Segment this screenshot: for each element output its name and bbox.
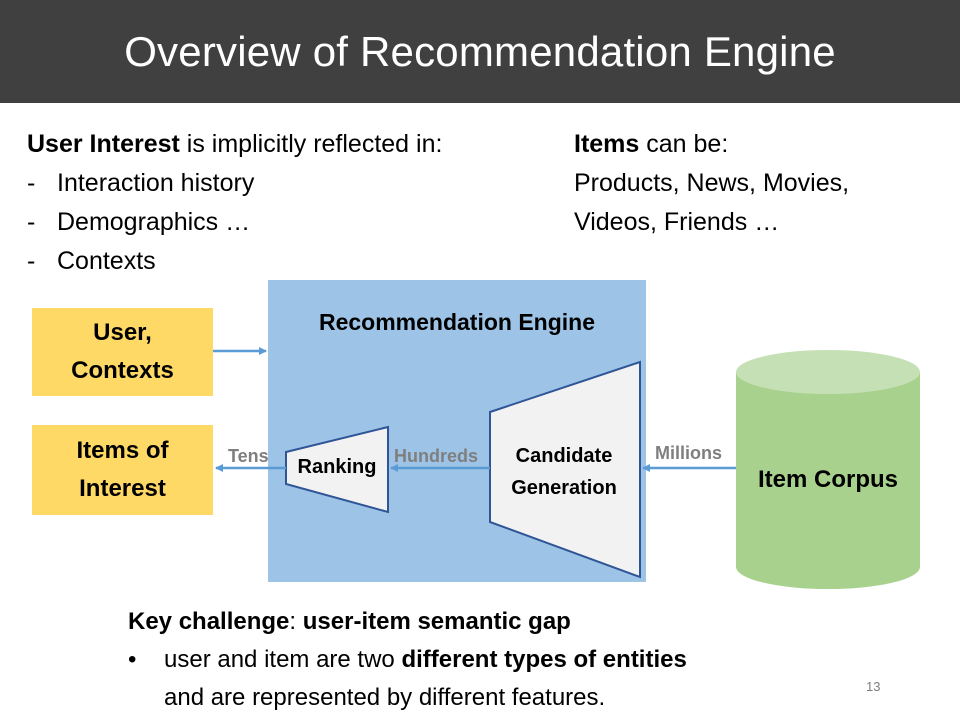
items-bold: Items bbox=[574, 130, 640, 158]
key-challenge-heading: Key challenge: user-item semantic gap bbox=[128, 603, 687, 641]
items-line-1: Products, News, Movies, bbox=[574, 169, 850, 197]
dash: - bbox=[27, 169, 36, 197]
candidate-generation-label: Candidate Generation bbox=[495, 440, 633, 504]
dash: - bbox=[27, 208, 36, 236]
key-bullet: • user and item are two different types … bbox=[128, 641, 687, 679]
user-interest-rest: is implicitly reflected in: bbox=[179, 130, 443, 158]
candidate-generation-trapezoid bbox=[489, 360, 641, 579]
key-line2: and are represented by different feature… bbox=[164, 684, 606, 711]
page-number: 13 bbox=[866, 679, 881, 694]
user-box-line-1: User, bbox=[93, 319, 152, 346]
key-challenge-bold: Key challenge bbox=[128, 608, 290, 635]
item-corpus-cylinder bbox=[736, 350, 920, 589]
bullet-interaction-history: Interaction history bbox=[57, 169, 255, 197]
bullet-dot: • bbox=[128, 646, 137, 673]
ranking-label: Ranking bbox=[297, 456, 377, 478]
key-line1-plain: user and item are two bbox=[164, 646, 402, 673]
bullet-demographics: Demographics … bbox=[57, 208, 251, 236]
items-rest: can be: bbox=[639, 130, 729, 158]
key-challenge-block: Key challenge: user-item semantic gap • … bbox=[128, 603, 687, 717]
semantic-gap-bold: user-item semantic gap bbox=[302, 608, 571, 635]
candidate-line-2: Generation bbox=[511, 477, 617, 499]
user-interest-block: User Interest is implicitly reflected in… bbox=[27, 125, 442, 281]
key-challenge-colon: : bbox=[289, 608, 303, 635]
items-box-line-2: Interest bbox=[79, 475, 166, 502]
label-millions: Millions bbox=[655, 443, 722, 463]
items-of-interest-box: Items of Interest bbox=[32, 425, 213, 515]
items-block: Items can be: Products, News, Movies, Vi… bbox=[574, 125, 849, 242]
items-box-line-1: Items of bbox=[76, 437, 169, 464]
item-corpus-label: Item Corpus bbox=[757, 466, 898, 493]
title-bar: Overview of Recommendation Engine bbox=[0, 0, 960, 103]
user-box-line-2: Contexts bbox=[71, 357, 174, 384]
user-interest-bold: User Interest bbox=[27, 130, 180, 158]
bullet-item: -Demographics … bbox=[27, 203, 442, 242]
bullet-item: -Contexts bbox=[27, 242, 442, 281]
bullet-item: -Interaction history bbox=[27, 164, 442, 203]
items-line-2: Videos, Friends … bbox=[574, 208, 780, 236]
user-contexts-box: User, Contexts bbox=[32, 308, 213, 396]
label-hundreds: Hundreds bbox=[394, 446, 479, 466]
items-heading: Items can be: bbox=[574, 125, 849, 164]
candidate-line-1: Candidate bbox=[515, 445, 613, 467]
engine-title: Recommendation Engine bbox=[318, 309, 596, 335]
label-tens: Tens bbox=[228, 446, 269, 466]
slide-title: Overview of Recommendation Engine bbox=[124, 27, 836, 75]
ranking-trapezoid bbox=[285, 425, 389, 514]
bullet-contexts: Contexts bbox=[57, 247, 156, 275]
user-interest-heading: User Interest is implicitly reflected in… bbox=[27, 125, 442, 164]
dash: - bbox=[27, 247, 36, 275]
key-line1-bold: different types of entities bbox=[401, 646, 687, 673]
